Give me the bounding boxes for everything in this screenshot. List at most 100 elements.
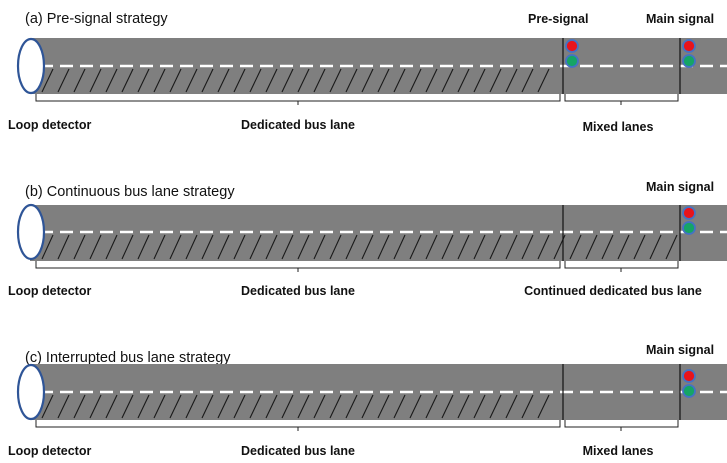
hatch-stroke xyxy=(441,394,454,419)
green-light-icon xyxy=(565,54,579,68)
continued-dedicated-bus-lane-label: Continued dedicated bus lane xyxy=(524,284,702,298)
hatch-stroke xyxy=(201,68,214,93)
hatch-stroke xyxy=(505,68,518,93)
green-light-icon xyxy=(682,54,696,68)
hatch-stroke xyxy=(41,394,54,419)
hatch-stroke xyxy=(537,234,550,260)
hatch-stroke xyxy=(105,234,118,260)
hatch-stroke xyxy=(185,234,198,260)
hatch-stroke xyxy=(121,68,134,93)
hatch-stroke xyxy=(457,234,470,260)
hatch-stroke xyxy=(169,234,182,260)
hatch-stroke xyxy=(521,234,534,260)
hatch-stroke xyxy=(233,394,246,419)
panel-b: (b) Continuous bus lane strategy Main si… xyxy=(8,180,727,298)
hatch-stroke xyxy=(137,394,150,419)
main-signal-light-a xyxy=(682,39,696,68)
hatch-stroke xyxy=(409,68,422,93)
hatch-stroke xyxy=(185,68,198,93)
hatch-stroke xyxy=(537,68,550,93)
hatch-stroke xyxy=(73,394,86,419)
hatch-stroke xyxy=(297,394,310,419)
hatch-stroke xyxy=(537,394,550,419)
hatch-stroke xyxy=(265,68,278,93)
hatch-stroke xyxy=(393,394,406,419)
bus-lane-hatching-a xyxy=(41,68,550,93)
hatch-stroke xyxy=(313,234,326,260)
hatch-stroke xyxy=(265,394,278,419)
hatch-stroke xyxy=(89,68,102,93)
hatch-stroke xyxy=(489,394,502,419)
hatch-stroke xyxy=(457,68,470,93)
hatch-stroke xyxy=(153,234,166,260)
green-light-icon xyxy=(682,221,696,235)
hatch-stroke xyxy=(521,394,534,419)
hatch-stroke xyxy=(569,234,582,260)
hatch-stroke xyxy=(105,394,118,419)
pre-signal-label: Pre-signal xyxy=(528,12,588,26)
hatch-stroke xyxy=(377,68,390,93)
hatch-stroke xyxy=(169,68,182,93)
hatch-stroke xyxy=(345,394,358,419)
loop-detector-b xyxy=(16,203,46,261)
hatch-stroke xyxy=(249,234,262,260)
hatch-stroke xyxy=(633,234,646,260)
hatch-stroke xyxy=(441,68,454,93)
mixed-lanes-label-c: Mixed lanes xyxy=(583,444,654,458)
hatch-stroke xyxy=(233,234,246,260)
hatch-stroke xyxy=(313,394,326,419)
loop-detector-label-a: Loop detector xyxy=(8,118,91,132)
loop-detector-c xyxy=(16,363,46,421)
dedicated-bus-lane-bracket-a xyxy=(35,94,561,105)
main-signal-label-a: Main signal xyxy=(646,12,714,26)
panel-b-title: (b) Continuous bus lane strategy xyxy=(25,184,235,200)
hatch-stroke xyxy=(393,68,406,93)
hatch-stroke xyxy=(153,394,166,419)
hatch-stroke xyxy=(233,68,246,93)
loop-detector-label-c: Loop detector xyxy=(8,444,91,458)
hatch-stroke xyxy=(617,234,630,260)
dedicated-bus-lane-label-a: Dedicated bus lane xyxy=(241,118,355,132)
mixed-lanes-label-a: Mixed lanes xyxy=(583,120,654,134)
hatch-stroke xyxy=(89,394,102,419)
hatch-stroke xyxy=(505,234,518,260)
hatch-stroke xyxy=(89,234,102,260)
hatch-stroke xyxy=(361,394,374,419)
dedicated-bus-lane-bracket-c xyxy=(35,420,561,431)
hatch-stroke xyxy=(601,234,614,260)
main-signal-light-b xyxy=(682,206,696,235)
hatch-stroke xyxy=(105,68,118,93)
hatch-stroke xyxy=(329,68,342,93)
hatch-stroke xyxy=(361,234,374,260)
hatch-stroke xyxy=(281,394,294,419)
hatch-stroke xyxy=(249,394,262,419)
hatch-stroke xyxy=(457,394,470,419)
mixed-lanes-bracket-c xyxy=(564,420,679,431)
hatch-stroke xyxy=(473,68,486,93)
red-light-icon xyxy=(682,39,696,53)
hatch-stroke xyxy=(329,394,342,419)
hatch-stroke xyxy=(409,394,422,419)
main-signal-label-c: Main signal xyxy=(646,343,714,357)
hatch-stroke xyxy=(425,68,438,93)
red-light-icon xyxy=(565,39,579,53)
hatch-stroke xyxy=(57,68,70,93)
panel-c: (c) Interrupted bus lane strategy Main s… xyxy=(8,343,727,458)
hatch-stroke xyxy=(249,68,262,93)
hatch-stroke xyxy=(121,234,134,260)
hatch-stroke xyxy=(473,234,486,260)
dedicated-bus-lane-label-c: Dedicated bus lane xyxy=(241,444,355,458)
hatch-stroke xyxy=(73,68,86,93)
dedicated-bus-lane-label-b: Dedicated bus lane xyxy=(241,284,355,298)
hatch-stroke xyxy=(345,68,358,93)
hatch-stroke xyxy=(137,234,150,260)
panel-a: (a) Pre-signal strategy Pre-signal Main … xyxy=(8,11,727,134)
hatch-stroke xyxy=(505,394,518,419)
hatch-stroke xyxy=(153,68,166,93)
hatch-stroke xyxy=(201,234,214,260)
hatch-stroke xyxy=(265,234,278,260)
main-signal-light-c xyxy=(682,369,696,398)
hatch-stroke xyxy=(649,234,662,260)
bus-lane-hatching-c xyxy=(41,394,550,419)
